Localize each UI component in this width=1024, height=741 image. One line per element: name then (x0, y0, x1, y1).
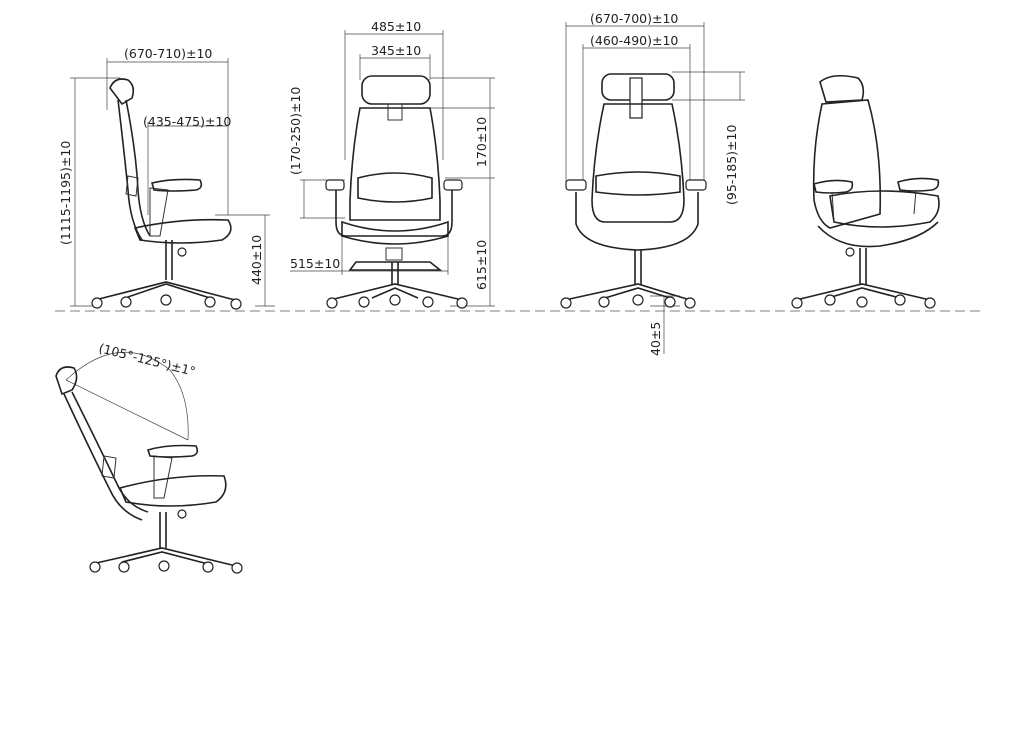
recline-view: (105°-125°)±1° (55, 340, 243, 574)
recline-angle-label: (105°-125°)±1° (97, 340, 197, 379)
side-view: (670-710)±10 (435-475)±10 (1115-1195)±10… (58, 46, 275, 310)
front-chair-illustration (325, 75, 468, 309)
rear-seat-travel-label: 40±5 (648, 322, 663, 356)
side-chair-illustration (91, 78, 242, 310)
rear-arm-width-label: (460-490)±10 (590, 33, 678, 48)
front-back-height-label: 615±10 (474, 240, 489, 290)
recline-chair-illustration (55, 366, 243, 574)
front-back-width-label: 485±10 (371, 19, 421, 34)
perspective-chair-illustration (791, 74, 940, 309)
rear-view: (670-700)±10 (460-490)±10 (95-185)±10 40… (560, 11, 745, 356)
rear-chair-illustration (560, 73, 707, 309)
front-armrest-height-label: (170-250)±10 (288, 87, 303, 175)
perspective-view (791, 74, 940, 309)
front-headrest-width-label: 345±10 (371, 43, 421, 58)
front-view: 485±10 345±10 (170-250)±10 170±10 615±10… (288, 19, 495, 309)
side-depth-label: (670-710)±10 (124, 46, 212, 61)
side-seat-height-label: 440±10 (249, 235, 264, 285)
side-height-label: (1115-1195)±10 (58, 141, 73, 245)
rear-lumbar-adjust-label: (95-185)±10 (724, 125, 739, 205)
front-headrest-adjust-label: 170±10 (474, 117, 489, 167)
side-seat-depth-label: (435-475)±10 (143, 114, 231, 129)
rear-overall-width-label: (670-700)±10 (590, 11, 678, 26)
front-seat-width-label: 515±10 (290, 256, 340, 271)
